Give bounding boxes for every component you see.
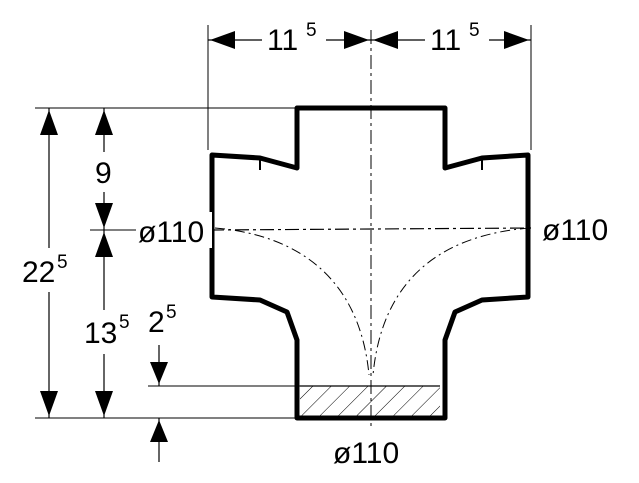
overall-arrow-bottom bbox=[40, 391, 58, 416]
top-arrow-right-outer bbox=[504, 31, 529, 49]
horizontal-centerline bbox=[209, 227, 536, 231]
upper-arrow-top bbox=[95, 110, 113, 135]
right-diameter-label: ø110 bbox=[542, 214, 608, 247]
top-arrow-left-inner bbox=[344, 31, 369, 49]
bottom-offset-label: 2 bbox=[148, 306, 165, 339]
lower-height-sup: 5 bbox=[119, 312, 130, 333]
lower-height-label: 13 bbox=[84, 317, 117, 350]
upper-height-label: 9 bbox=[95, 157, 112, 190]
overall-height-sup: 5 bbox=[57, 252, 68, 273]
bottom-diameter-label: ø110 bbox=[333, 437, 399, 470]
lower-arrow-top bbox=[95, 232, 113, 257]
overall-height-label: 22 bbox=[22, 256, 55, 289]
upper-arrow-bottom bbox=[95, 203, 113, 228]
offset-arrow-bottom bbox=[150, 420, 168, 442]
overall-arrow-top bbox=[40, 110, 58, 135]
top-right-width-sup: 5 bbox=[469, 20, 480, 41]
hatched-section bbox=[300, 386, 440, 418]
top-arrow-left-outer bbox=[210, 31, 235, 49]
bottom-offset-sup: 5 bbox=[166, 302, 177, 323]
fitting-outline bbox=[209, 105, 531, 421]
right-flow-curve bbox=[372, 227, 531, 376]
left-flow-curve bbox=[214, 227, 370, 376]
offset-arrow-top bbox=[150, 362, 168, 384]
lower-arrow-bottom bbox=[95, 391, 113, 416]
top-arrow-right-inner bbox=[373, 31, 398, 49]
top-left-width-label: 11 bbox=[267, 24, 298, 57]
top-left-width-sup: 5 bbox=[306, 20, 317, 41]
top-right-width-label: 11 bbox=[430, 24, 461, 57]
left-diameter-label: ø110 bbox=[138, 216, 204, 249]
